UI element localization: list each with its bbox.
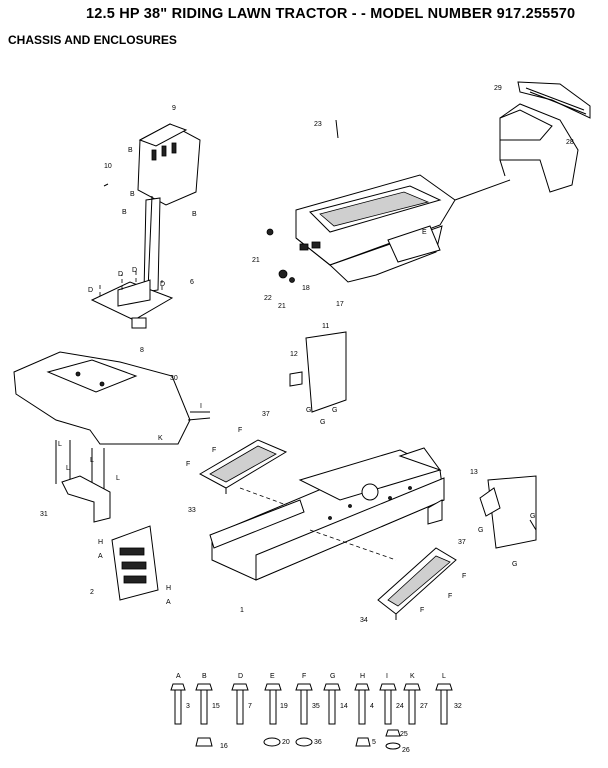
callout-6: 6 bbox=[190, 279, 194, 286]
callout-30: 30 bbox=[170, 375, 178, 382]
letter-h-2: H bbox=[166, 585, 171, 592]
callout-10: 10 bbox=[104, 163, 112, 170]
letter-l-2: L bbox=[66, 465, 70, 472]
key-letter-k: K bbox=[410, 673, 415, 680]
rear-bracket bbox=[111, 525, 159, 601]
letter-g-6: G bbox=[512, 561, 517, 568]
key-part-4: 4 bbox=[370, 703, 374, 710]
callout-18: 18 bbox=[302, 285, 310, 292]
hardware-key: A 3 B 15 D 7 E 19 F 35 G 14 H 4 I 24 K 2… bbox=[176, 673, 462, 754]
letter-i: I bbox=[200, 403, 202, 410]
chassis-frame bbox=[211, 447, 445, 581]
callout-21b: 21 bbox=[278, 303, 286, 310]
callout-37a: 37 bbox=[262, 411, 270, 418]
grille-and-bumper bbox=[499, 81, 591, 193]
callout-8: 8 bbox=[140, 347, 144, 354]
key-letter-e: E bbox=[270, 673, 275, 680]
nut-part-20: 20 bbox=[282, 739, 290, 746]
letter-d-4: D bbox=[160, 281, 165, 288]
nut-part-16: 16 bbox=[220, 743, 228, 750]
callout-28: 28 bbox=[566, 139, 574, 146]
letter-d-1: D bbox=[88, 287, 93, 294]
rear-fender bbox=[13, 351, 211, 523]
callout-1: 1 bbox=[240, 607, 244, 614]
callout-23: 23 bbox=[314, 121, 322, 128]
part-callouts: 1 2 6 8 9 10 11 12 13 17 18 21 21 22 23 … bbox=[40, 85, 574, 624]
key-letter-f: F bbox=[302, 673, 306, 680]
letter-f-1: F bbox=[238, 427, 242, 434]
key-part-24: 24 bbox=[396, 703, 404, 710]
letter-b-3: B bbox=[122, 209, 127, 216]
key-part-32: 32 bbox=[454, 703, 462, 710]
nut-part-36: 36 bbox=[314, 739, 322, 746]
key-part-14: 14 bbox=[340, 703, 348, 710]
key-letter-h: H bbox=[360, 673, 365, 680]
letter-a-1: A bbox=[98, 553, 103, 560]
callout-29: 29 bbox=[494, 85, 502, 92]
letter-h-1: H bbox=[98, 539, 103, 546]
hood-assembly bbox=[266, 119, 511, 283]
letter-markers: B B B B D D D D E G G G G G G I K L L L … bbox=[58, 147, 535, 614]
letter-b-2: B bbox=[130, 191, 135, 198]
letter-g-2: G bbox=[332, 407, 337, 414]
callout-9: 9 bbox=[172, 105, 176, 112]
key-part-7: 7 bbox=[248, 703, 252, 710]
letter-l-1: L bbox=[58, 441, 62, 448]
key-letter-a: A bbox=[176, 673, 181, 680]
letter-g-5: G bbox=[530, 513, 535, 520]
callout-2: 2 bbox=[90, 589, 94, 596]
nut-part-5: 5 bbox=[372, 739, 376, 746]
side-panels bbox=[289, 331, 537, 549]
letter-d-3: D bbox=[132, 267, 137, 274]
nut-part-25: 25 bbox=[400, 731, 408, 738]
letter-b-1: B bbox=[128, 147, 133, 154]
nut-part-26: 26 bbox=[402, 747, 410, 754]
callout-34: 34 bbox=[360, 617, 368, 624]
letter-f-5: F bbox=[448, 593, 452, 600]
key-part-27: 27 bbox=[420, 703, 428, 710]
key-letter-g: G bbox=[330, 673, 335, 680]
letter-d-2: D bbox=[118, 271, 123, 278]
letter-g-4: G bbox=[478, 527, 483, 534]
hardware-row bbox=[170, 683, 453, 750]
letter-f-6: F bbox=[420, 607, 424, 614]
key-part-15: 15 bbox=[212, 703, 220, 710]
page-title: 12.5 HP 38" RIDING LAWN TRACTOR - - MODE… bbox=[86, 6, 576, 22]
letter-f-2: F bbox=[186, 461, 190, 468]
callout-33: 33 bbox=[188, 507, 196, 514]
callout-37b: 37 bbox=[458, 539, 466, 546]
letter-f-3: F bbox=[212, 447, 216, 454]
callout-22: 22 bbox=[264, 295, 272, 302]
letter-l-3: L bbox=[90, 457, 94, 464]
callout-31: 31 bbox=[40, 511, 48, 518]
letter-a-2: A bbox=[166, 599, 171, 606]
letter-g-3: G bbox=[320, 419, 325, 426]
letter-f-4: F bbox=[462, 573, 466, 580]
callout-12: 12 bbox=[290, 351, 298, 358]
key-letter-i: I bbox=[386, 673, 388, 680]
footrests bbox=[198, 439, 457, 620]
key-letter-d: D bbox=[238, 673, 243, 680]
key-letter-b: B bbox=[202, 673, 207, 680]
callout-21a: 21 bbox=[252, 257, 260, 264]
key-part-19: 19 bbox=[280, 703, 288, 710]
letter-k: K bbox=[158, 435, 163, 442]
key-part-3: 3 bbox=[186, 703, 190, 710]
key-part-35: 35 bbox=[312, 703, 320, 710]
dash-panel-assembly bbox=[90, 123, 201, 329]
section-subtitle: CHASSIS AND ENCLOSURES bbox=[8, 33, 177, 47]
letter-g-1: G bbox=[306, 407, 311, 414]
callout-11: 11 bbox=[322, 323, 329, 330]
letter-l-4: L bbox=[116, 475, 120, 482]
letter-e: E bbox=[422, 229, 427, 236]
callout-17: 17 bbox=[336, 301, 344, 308]
key-letter-l: L bbox=[442, 673, 446, 680]
letter-b-4: B bbox=[192, 211, 197, 218]
callout-13: 13 bbox=[470, 469, 478, 476]
